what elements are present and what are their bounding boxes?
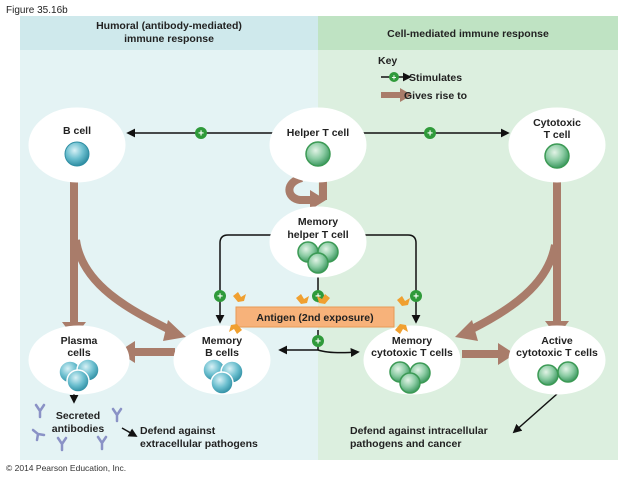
antibody-icon — [31, 428, 46, 442]
cell-mediated-outcome-line1: Defend against intracellular — [350, 425, 488, 437]
antibody-icon — [96, 435, 108, 451]
cell-mediated-header — [318, 16, 618, 50]
memory-helper-t-line2: helper T cell — [287, 229, 348, 241]
helper-t-label: Helper T cell — [287, 127, 350, 139]
svg-text:+: + — [427, 129, 433, 140]
antigen-icon — [296, 294, 309, 304]
plus-icon: + — [424, 127, 436, 140]
arrow-cytotoxic-to-memory — [468, 244, 559, 334]
antigen-label: Antigen (2nd exposure) — [256, 312, 373, 324]
t-cell-spheres — [297, 141, 579, 394]
memory-helper-t-bubble — [269, 206, 367, 278]
cell-mediated-title: Cell-mediated immune response — [387, 28, 549, 40]
antibody-icons — [31, 403, 123, 452]
plasma-bubble — [28, 325, 130, 395]
copyright: © 2014 Pearson Education, Inc. — [6, 463, 126, 473]
key-plus-sign: + — [392, 73, 397, 82]
humoral-header — [20, 16, 318, 50]
antigen-marks — [229, 292, 410, 334]
svg-text:+: + — [217, 292, 223, 303]
key-title: Key — [378, 55, 397, 67]
plasma-line2: cells — [67, 347, 91, 359]
gives-rise-arrows — [70, 174, 561, 358]
cytotoxic-t-sphere — [544, 143, 570, 169]
key-plus-icon — [389, 72, 399, 82]
memory-b-line2: B cells — [205, 347, 239, 359]
memory-cytotoxic-t-bubble — [363, 325, 461, 395]
key-gives-rise-arrow — [381, 88, 412, 102]
humoral-outcome-line1: Defend against — [140, 425, 216, 437]
plus-icon: + — [410, 290, 422, 303]
svg-text:+: + — [315, 337, 321, 348]
figure-label: Figure 35.16b — [6, 5, 68, 16]
antibody-icon — [56, 436, 68, 452]
antigen-icon — [317, 294, 330, 304]
cell-mediated-outcome-line2: pathogens and cancer — [350, 438, 461, 450]
svg-text:+: + — [413, 292, 419, 303]
key-gives-rise-label: Gives rise to — [404, 90, 467, 102]
humoral-title-line2: immune response — [124, 33, 214, 45]
antigen-icon — [395, 324, 408, 334]
svg-text:+: + — [198, 129, 204, 140]
antibody-icon — [34, 403, 46, 419]
memory-cytotoxic-line1: Memory — [392, 335, 432, 347]
helper-t-sphere — [305, 141, 331, 167]
antigen-box — [235, 306, 395, 328]
cytotoxic-t-label-line1: Cytotoxic — [533, 117, 581, 129]
humoral-outcome-line2: extracellular pathogens — [140, 438, 258, 450]
helper-loop-arrow — [285, 174, 312, 204]
secreted-antibodies-line2: antibodies — [52, 423, 105, 435]
b-cell-sphere — [64, 141, 90, 167]
plus-icon: + — [312, 335, 324, 348]
plus-icon: + — [195, 127, 207, 140]
cytotoxic-t-label-line2: T cell — [544, 129, 571, 141]
active-cytotoxic-t-bubble — [508, 325, 606, 395]
active-cytotoxic-line1: Active — [541, 335, 573, 347]
active-cytotoxic-line2: cytotoxic T cells — [516, 347, 598, 359]
plus-icon: + — [214, 290, 226, 303]
b-cell-label: B cell — [63, 125, 91, 137]
antigen-icon — [229, 324, 242, 334]
secreted-antibodies-line1: Secreted — [56, 410, 100, 422]
plasma-line1: Plasma — [61, 335, 98, 347]
humoral-title-line1: Humoral (antibody-mediated) — [96, 20, 242, 32]
memory-b-line1: Memory — [202, 335, 242, 347]
antibody-icon — [111, 407, 123, 423]
antigen-icon — [397, 296, 410, 306]
memory-helper-t-line1: Memory — [298, 216, 338, 228]
b-cell-spheres — [58, 141, 244, 395]
arrow-bcell-to-memoryb — [72, 239, 172, 334]
key-stimulates-label: Stimulates — [409, 72, 462, 84]
antigen-icon — [233, 292, 246, 302]
memory-cytotoxic-line2: cytotoxic T cells — [371, 347, 453, 359]
